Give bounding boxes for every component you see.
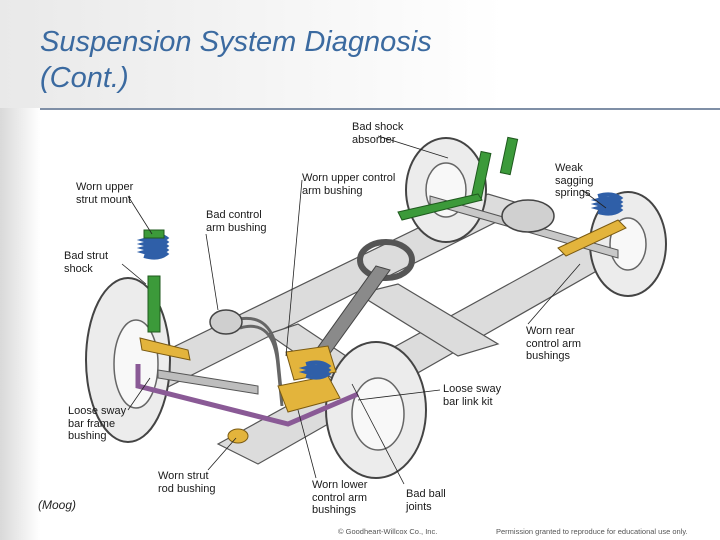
label-worn-strut-rod-bushing: Worn strut rod bushing: [158, 470, 216, 495]
label-loose-sway-bar-frame-bushing: Loose sway bar frame bushing: [68, 405, 127, 442]
sway-bar: [135, 364, 359, 427]
label-bad-ball-joints: Bad ball joints: [406, 488, 446, 513]
label-bad-strut-shock: Bad strut shock: [64, 250, 109, 275]
rear-control-arm: [557, 219, 627, 257]
steering-gear-and-lines: [209, 309, 284, 407]
suspension-chassis-illustration: [85, 135, 667, 485]
title-band: [0, 0, 720, 108]
callout-leaders: [121, 135, 607, 485]
front-right-wheel: [325, 341, 427, 479]
title-divider: [40, 108, 720, 110]
rear-coil-spring: [590, 192, 624, 216]
slide-title-line-2: (Cont.): [40, 62, 129, 94]
label-worn-upper-control-arm-bushing: Worn upper control arm bushing: [302, 172, 396, 197]
label-worn-lower-control-arm-bushings: Worn lower control arm bushings: [312, 479, 368, 516]
label-loose-sway-bar-link-kit: Loose sway bar link kit: [443, 383, 502, 408]
label-worn-upper-strut-mount: Worn upper strut mount: [76, 181, 134, 206]
label-worn-rear-control-arm-bushings: Worn rear control arm bushings: [526, 325, 582, 362]
front-strut: [136, 229, 170, 333]
steering-rack: [157, 369, 259, 395]
footer-permission: Permission granted to reproduce for educ…: [496, 527, 688, 536]
label-bad-control-arm-bushing: Bad control arm bushing: [206, 209, 267, 234]
slide-title: Suspension System Diagnosis (Cont.): [40, 24, 432, 96]
footer-copyright: © Goodheart-Willcox Co., Inc.: [338, 527, 438, 536]
front-right-coil-spring: [298, 360, 332, 380]
image-credit: (Moog): [38, 498, 77, 512]
rear-green-shocks: [397, 136, 519, 221]
slide-title-line-1: Suspension System Diagnosis: [40, 26, 432, 58]
label-bad-shock-absorber: Bad shock absorber: [352, 121, 404, 146]
label-weak-sagging-springs: Weak sagging springs: [555, 162, 594, 199]
